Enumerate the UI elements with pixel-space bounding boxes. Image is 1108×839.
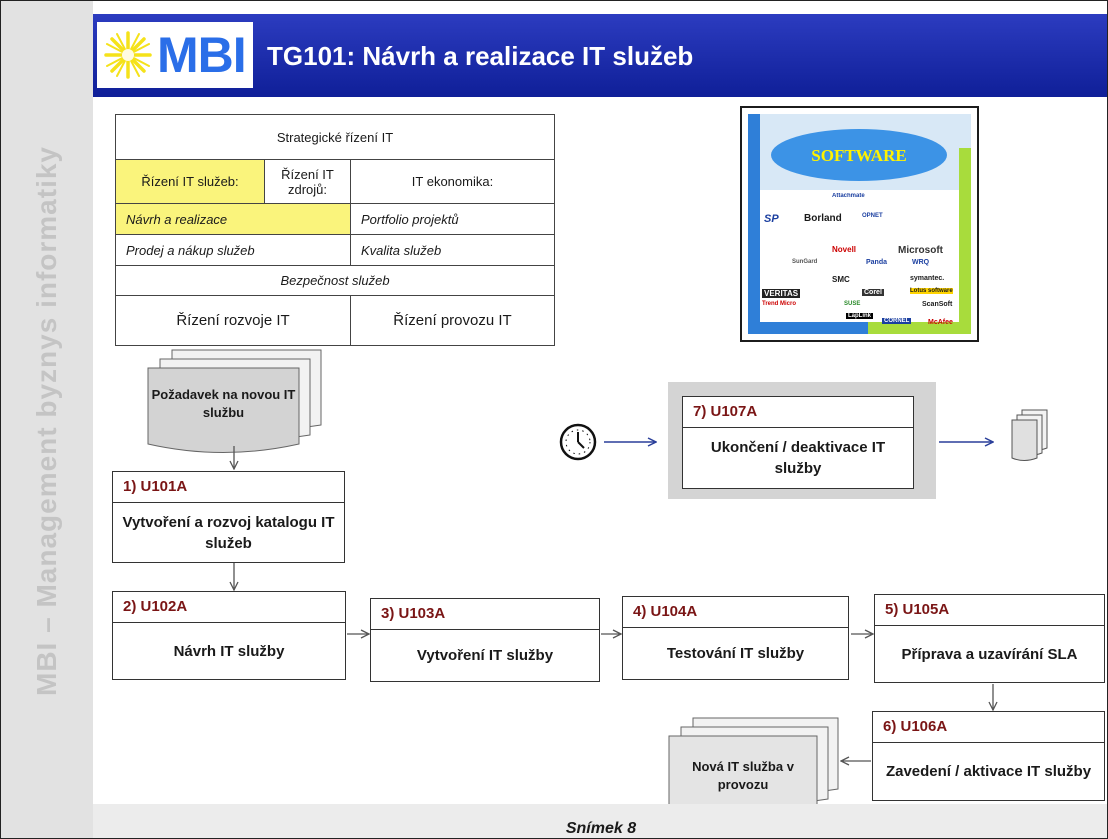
table-cell-services: Řízení IT služeb: [115,159,265,204]
process-id: 4) U104A [623,597,848,628]
vendor-logo: Novell [832,245,857,254]
process-box-u105a: 5) U105A Příprava a uzavírání SLA [874,594,1105,683]
process-box-u104a: 4) U104A Testování IT služby [622,596,849,680]
process-title: Příprava a uzavírání SLA [901,645,1078,663]
process-box-u106a: 6) U106A Zavedení / aktivace IT služby [872,711,1105,801]
vendor-logo: VERITAS [762,289,801,298]
process-title: Ukončení / deaktivace IT služby [710,439,886,477]
it-management-table: Strategické řízení IT Řízení IT služeb: … [115,114,555,346]
process-id: 2) U102A [113,592,345,623]
logo-text: MBI [157,27,247,83]
table-cell-design: Návrh a realizace [115,203,351,235]
table-cell-quality: Kvalita služeb [350,234,555,266]
output-document-label: Nová IT služba v provozu [692,759,794,792]
input-document-stack [147,349,322,453]
footer-bar: Snímek 8 [93,804,1107,838]
vendor-logo: Corel [862,289,884,296]
process-title: Vytvoření IT služby [416,647,554,664]
software-collage: SOFTWARE Borland Novell Microsoft VERITA… [740,106,979,342]
process-box-u103a: 3) U103A Vytvoření IT služby [370,598,600,682]
software-label: SOFTWARE [811,146,906,165]
header-bar: MBI TG101: Návrh a realizace IT služeb [93,14,1107,97]
process-box-u102a: 2) U102A Návrh IT služby [112,591,346,680]
table-cell-resources: Řízení IT zdrojů: [264,159,351,204]
table-cell-economics: IT ekonomika: [350,159,555,204]
process-title: Zavedení / aktivace IT služby [885,763,1092,780]
vendor-logo: McAfee [928,319,953,326]
slide-title: TG101: Návrh a realizace IT služeb [267,41,694,71]
vendor-logo: SMC [832,275,850,284]
process-id: 5) U105A [875,595,1104,626]
vendor-logo: SP [764,213,779,225]
vendor-logos: Borland Novell Microsoft VERITAS SMC sym… [762,193,960,328]
vendor-logo: SUSE [844,301,861,307]
process-box-u101a: 1) U101A Vytvoření a rozvoj katalogu IT … [112,471,345,563]
vendor-logo: Lotus software [910,288,953,294]
sidebar: MBI – Management byznys informatiky [1,1,93,838]
table-cell-security: Bezpečnost služeb [115,265,555,296]
process-id: 1) U101A [113,472,344,503]
process-id: 3) U103A [371,599,599,630]
process-id: 6) U106A [873,712,1104,743]
output-document-stack [668,717,839,817]
vendor-logo: Panda [866,259,888,266]
clock-icon [559,423,597,461]
vendor-logo: WRQ [912,259,930,266]
mbi-logo: MBI [97,22,253,88]
vendor-logo: LapLink [846,313,874,319]
process-id: 7) U107A [683,397,913,428]
process-title: Vytvoření a rozvoj katalogu IT služeb [122,513,335,552]
vendor-logo: Trend Micro [762,301,797,307]
document-stack-icon [1011,409,1048,461]
vendor-logo: symantec. [910,275,945,282]
sun-icon [104,31,152,79]
arrow-icon [234,442,993,761]
vendor-logo: OPNET [862,213,883,219]
vendor-logo: Microsoft [898,245,943,256]
slide-number: Snímek 8 [565,820,637,837]
process-box-u107a: 7) U107A Ukončení / deaktivace IT služby [682,396,914,489]
vendor-logo: Borland [804,213,842,224]
table-cell-strategic: Strategické řízení IT [115,114,555,160]
table-cell-operations: Řízení provozu IT [350,295,555,346]
vendor-logo: CORNEL [882,318,912,324]
vendor-logo: ScanSoft [922,301,953,308]
input-document-label: Požadavek na novou IT službu [151,387,296,420]
table-cell-portfolio: Portfolio projektů [350,203,555,235]
vendor-logo: SunGard [792,259,818,265]
vendor-logo: Attachmate [832,193,865,199]
process-title: Testování IT služby [666,645,805,662]
collage-background: SOFTWARE [748,114,971,334]
table-cell-development: Řízení rozvoje IT [115,295,351,346]
process-title: Návrh IT služby [173,642,285,660]
